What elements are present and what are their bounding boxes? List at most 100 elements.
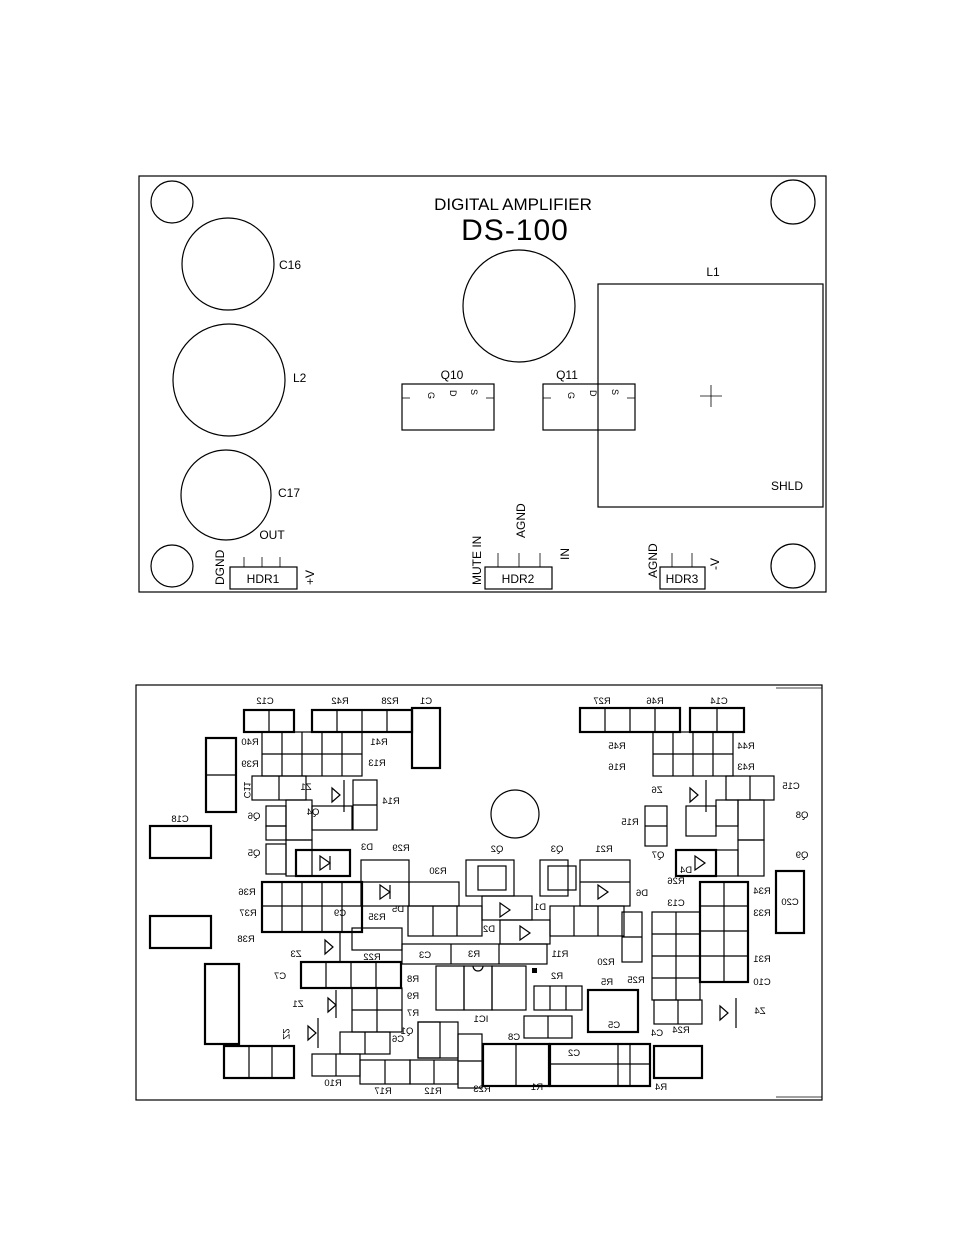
q11-pin-d: D <box>588 390 598 397</box>
mounting-hole-bottom-left <box>150 544 194 588</box>
q10-pin-d: D <box>448 390 458 397</box>
bottom-label-r17-76: R17 <box>374 1086 391 1097</box>
bottom-label-c5-66: C5 <box>608 1020 620 1031</box>
bottom-label-d5-37: D5 <box>392 904 404 915</box>
bottom-label-c9-45: C9 <box>334 908 346 919</box>
label-out: OUT <box>259 528 285 542</box>
bottom-label-c2-74: C2 <box>568 1048 580 1059</box>
bottom-label-r12-77: R12 <box>424 1086 441 1097</box>
mounting-hole-top-left <box>150 180 194 224</box>
bottom-label-c1-3: C1 <box>420 696 432 707</box>
label-q10: Q10 <box>441 368 464 382</box>
bottom-label-c10-60: C10 <box>753 977 770 988</box>
bottom-label-z4-64: Z4 <box>754 1006 765 1017</box>
bottom-label-r46-5: R46 <box>646 696 663 707</box>
bottom-label-c11-15: C11 <box>241 782 252 799</box>
label-l2: L2 <box>293 371 307 385</box>
bottom-label-q1-70: Q1 <box>401 1026 414 1037</box>
label-q11: Q11 <box>556 368 578 382</box>
bottom-label-r30-34: R30 <box>429 866 446 877</box>
zener-symbols <box>307 780 737 1048</box>
bottom-label-r20-54: R20 <box>597 957 614 968</box>
bottom-label-r3-52: R3 <box>468 949 480 960</box>
bottom-label-c3-51: C3 <box>419 950 431 961</box>
transistor-q10 <box>401 383 495 431</box>
header-hdr2 <box>484 566 553 590</box>
header-hdr1 <box>229 566 298 590</box>
bottom-label-z3-49: Z3 <box>290 949 301 960</box>
bottom-label-d6-39: D6 <box>636 888 648 899</box>
label-c17: C17 <box>278 486 300 500</box>
label-minus-v: -V <box>708 558 722 570</box>
bottom-label-r43-14: R43 <box>737 762 754 773</box>
bottom-label-r5-59: R5 <box>601 977 613 988</box>
bottom-label-r23-78: R23 <box>473 1084 490 1095</box>
inductor-l2 <box>172 323 286 437</box>
bottom-label-r35-43: R35 <box>368 912 385 923</box>
top-board: DIGITAL AMPLIFIER DS-100 C16 L2 C17 L1 S… <box>138 175 827 593</box>
transistor-symbols <box>265 799 765 1059</box>
inductor-l1 <box>597 283 824 508</box>
bottom-board-outline <box>135 684 823 1101</box>
bottom-label-r36-36: R36 <box>238 887 255 898</box>
pin1-marker <box>532 968 537 973</box>
bottom-label-r1-79: R1 <box>531 1082 543 1093</box>
bottom-label-z2-68: Z2 <box>280 1028 291 1039</box>
bottom-label-q9-33: Q9 <box>796 850 809 861</box>
bottom-label-r13-12: R13 <box>368 758 385 769</box>
bottom-label-r41-8: R41 <box>370 737 387 748</box>
bottom-label-c8-71: C8 <box>508 1032 520 1043</box>
bottom-mounting-hole <box>490 789 540 839</box>
bottom-label-c4-73: C4 <box>651 1028 663 1039</box>
bottom-label-z6-18: Z6 <box>651 785 662 796</box>
bottom-label-q4-21: Q4 <box>307 807 320 818</box>
bottom-label-c12-0: C12 <box>256 696 273 707</box>
q10-pin-g: G <box>426 392 436 399</box>
bottom-label-q3-29: Q3 <box>551 844 564 855</box>
board-title: DIGITAL AMPLIFIER <box>434 195 592 214</box>
bottom-label-q2-28: Q2 <box>491 844 504 855</box>
bottom-label-r14-17: R14 <box>382 796 399 807</box>
bottom-label-r29-27: R29 <box>392 843 409 854</box>
mounting-hole-top-right <box>770 179 816 225</box>
bottom-label-c6-69: C6 <box>392 1034 404 1045</box>
label-plus-v: +V <box>303 570 317 585</box>
bottom-label-r25-58: R25 <box>627 975 644 986</box>
bottom-label-r44-10: R44 <box>737 741 754 752</box>
bottom-label-r31-55: R31 <box>753 954 770 965</box>
bottom-label-ic1-65: IC1 <box>474 1014 489 1025</box>
bottom-label-r7-67: R7 <box>407 1008 419 1019</box>
bottom-label-z1-16: Z1 <box>300 782 311 793</box>
bottom-label-c20-42: C20 <box>781 897 798 908</box>
q10-pin-s: S <box>469 389 479 395</box>
bottom-label-r40-7: R40 <box>241 737 258 748</box>
bottom-label-d1-38: D1 <box>534 902 546 913</box>
header-hdr3 <box>659 566 706 590</box>
label-c16: C16 <box>279 258 301 272</box>
bottom-label-r22-50: R22 <box>363 952 380 963</box>
top-board-outline <box>138 175 827 593</box>
label-shld: SHLD <box>771 479 803 493</box>
label-l1: L1 <box>706 265 720 279</box>
bottom-label-q7-31: Q7 <box>652 850 665 861</box>
bottom-label-r9-62: R9 <box>407 991 419 1002</box>
label-agnd: AGND <box>514 503 528 538</box>
center-capacitor <box>462 249 576 363</box>
bottom-label-r42-1: R42 <box>331 696 348 707</box>
q11-pin-s: S <box>610 389 620 395</box>
bottom-label-c14-6: C14 <box>710 696 727 707</box>
label-hdr1: HDR1 <box>247 572 280 586</box>
bottom-label-q6-20: Q6 <box>248 811 261 822</box>
bottom-label-r21-30: R21 <box>595 844 612 855</box>
bottom-label-r24-72: R24 <box>672 1025 689 1036</box>
bottom-label-r10-75: R10 <box>324 1078 341 1089</box>
bottom-label-r2-57: R2 <box>551 971 563 982</box>
bottom-label-d3-26: D3 <box>361 842 373 853</box>
bottom-label-d4-32: D4 <box>680 865 692 876</box>
bottom-label-r15-22: R15 <box>621 817 638 828</box>
diode-symbols <box>294 848 718 942</box>
bottom-label-r37-44: R37 <box>239 908 256 919</box>
q11-pin-g: G <box>566 392 576 399</box>
bottom-label-r34-40: R34 <box>753 886 770 897</box>
bottom-label-r38-47: R38 <box>237 934 254 945</box>
